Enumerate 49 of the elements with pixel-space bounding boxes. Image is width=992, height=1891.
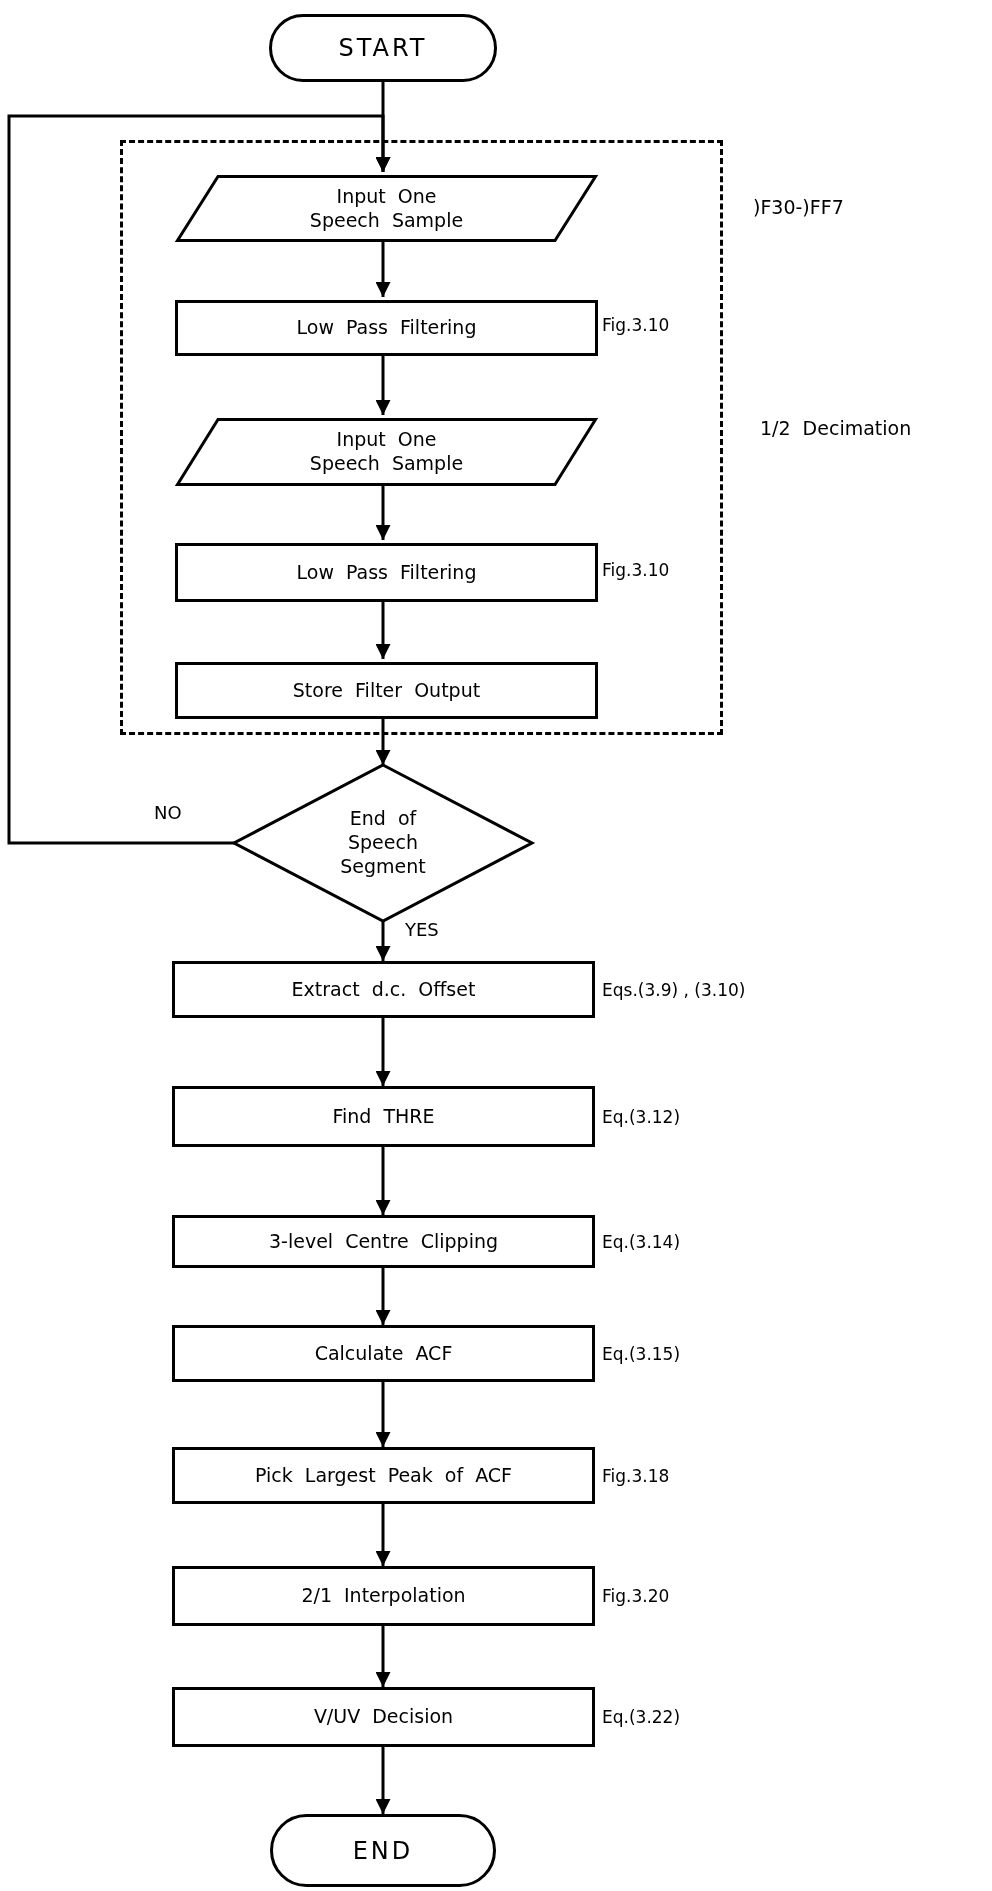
reference-label: Fig.3.18 [602,1465,670,1486]
node-label: Store Filter Output [292,678,481,703]
process-box [172,961,595,1018]
reference-label: Eq.(3.15) [602,1343,681,1364]
process-box [175,300,598,356]
annotation-label: )F30-)FF7 [753,196,844,218]
node-label: END [352,1835,414,1866]
reference-label: Eqs.(3.9) , (3.10) [602,979,746,1000]
node-label: Input One Speech Sample [308,428,465,476]
input-parallelogram [176,418,597,486]
node-label: 3-level Centre Clipping [268,1229,499,1254]
process-box [172,1325,595,1382]
process-box [172,1566,595,1626]
arrow [375,1626,391,1687]
arrow [375,1018,391,1086]
arrow [375,1504,391,1566]
arrow [375,1268,391,1325]
node-label: Low Pass Filtering [296,560,477,585]
loop-arrow [7,114,391,845]
reference-label: Fig.3.10 [602,559,670,580]
process-box [175,662,598,719]
arrow [375,921,391,961]
node-label: Pick Largest Peak of ACF [255,1463,512,1488]
node-label: V/UV Decision [313,1705,454,1729]
arrow [375,1382,391,1447]
reference-label: Fig.3.10 [602,315,670,335]
node-label: Input One Speech Sample [308,184,465,233]
reference-label: Eq.(3.14) [602,1231,681,1252]
node-label: End of Speech Segment [339,807,427,879]
process-box [175,543,598,602]
node-label: Find THRE [332,1104,435,1129]
arrow [375,1747,391,1814]
node-label: Extract d.c. Offset [291,977,476,1002]
process-box [172,1086,595,1147]
node-label: Low Pass Filtering [296,316,477,340]
annotation-label: 1/2 Decimation [760,417,912,439]
reference-label: Eq.(3.12) [602,1106,681,1127]
process-box [172,1687,595,1747]
input-parallelogram [176,175,597,242]
node-label: Calculate ACF [314,1341,453,1366]
process-box [172,1447,595,1504]
reference-label: Eq.(3.22) [602,1707,681,1727]
node-label: START [338,33,428,63]
reference-label: Fig.3.20 [602,1586,670,1606]
decision-diamond [234,765,532,921]
arrow [375,1147,391,1215]
process-box [172,1215,595,1268]
node-label: 2/1 Interpolation [301,1584,466,1608]
dashed-group-box [120,140,723,735]
